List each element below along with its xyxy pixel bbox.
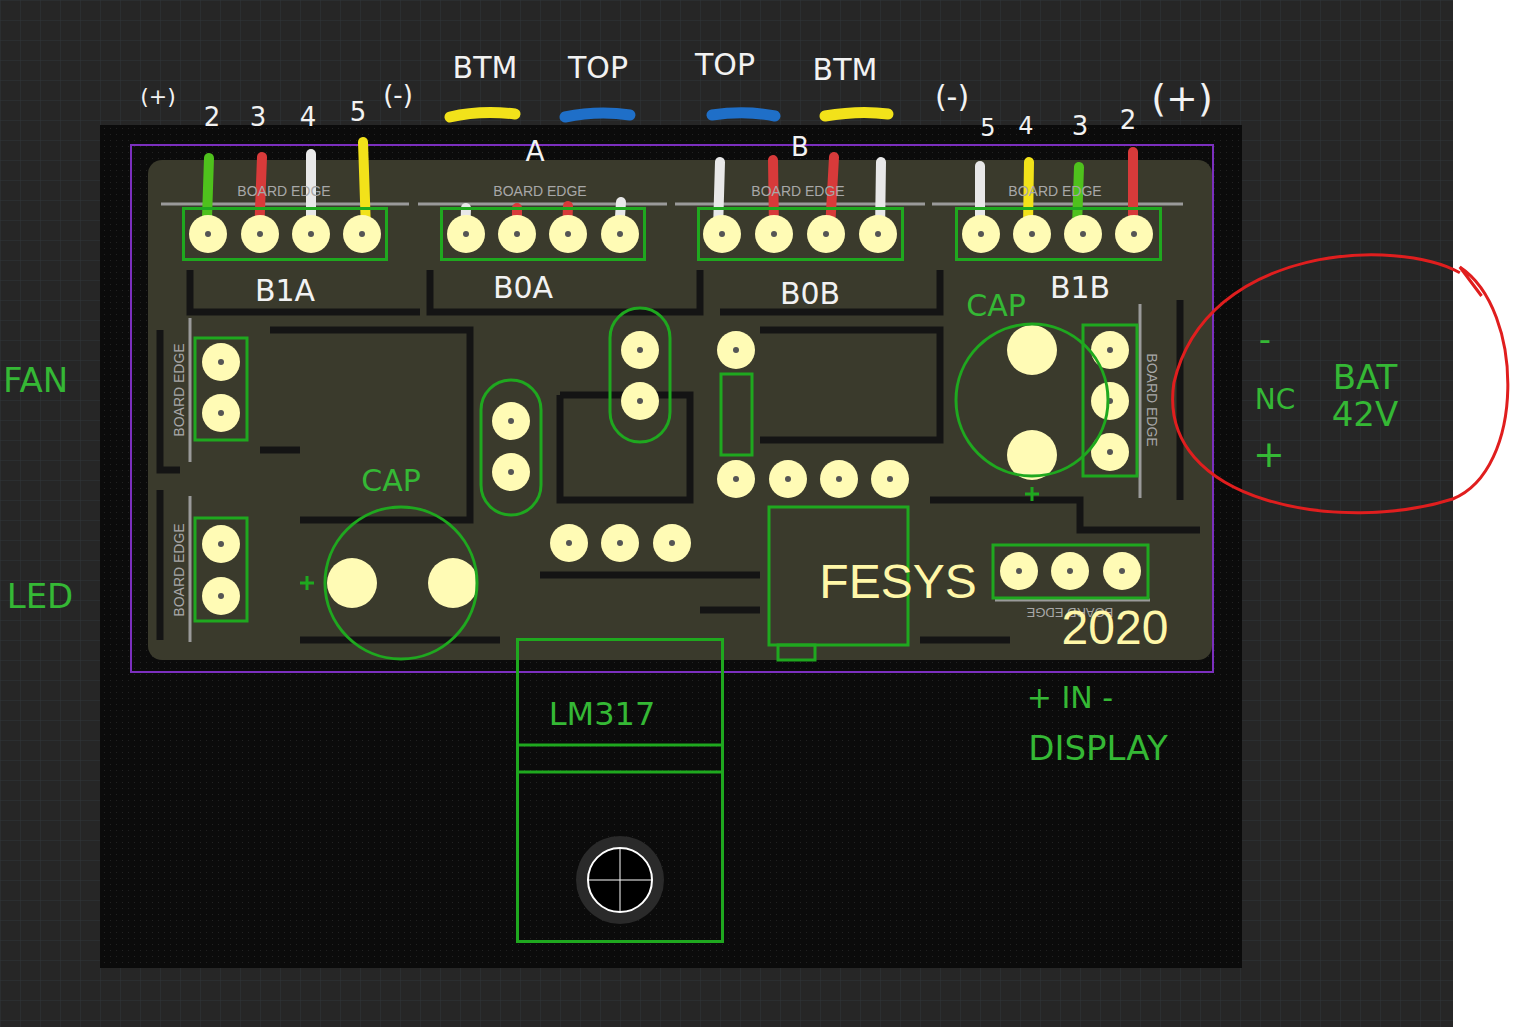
connector-outline: B0A (440, 207, 646, 261)
regulator-outline: LM317 (516, 638, 724, 943)
shape-outline (182, 207, 388, 261)
regulator-tab-lines (517, 745, 723, 772)
pcb-label: FAN (3, 363, 68, 397)
connector-outline: B1B (955, 207, 1162, 261)
pcb-label: BTM (813, 55, 878, 85)
outline (184, 209, 387, 260)
shape-outline (697, 207, 904, 261)
board-ground (100, 125, 1242, 968)
pcb-label: 4 (300, 104, 317, 130)
grid-ground (0, 0, 1453, 1027)
component-outlines (195, 308, 1148, 660)
node-text: BAT 42V (1320, 359, 1410, 434)
pcb-label: BOARD EDGE (1145, 353, 1159, 446)
pcb-label: 2 (204, 104, 221, 130)
pcb-label: BOARD EDGE (1008, 184, 1101, 198)
pcb-label: 5 (980, 116, 995, 140)
pcb-label: 2 (1120, 107, 1137, 133)
connector-outline: B0B (697, 207, 904, 261)
pcb-label: BOARD EDGE (237, 184, 330, 198)
pcb-label: (+) (140, 86, 176, 108)
pcb-label: (+) (1151, 79, 1213, 117)
pcb-label: (-) (383, 82, 413, 108)
shape-outline (440, 207, 646, 261)
node-text: B0B (780, 277, 840, 310)
node-text: B0A (493, 271, 553, 304)
node-text: NC (1255, 385, 1296, 416)
outline (1173, 255, 1508, 513)
shape-outline (954, 322, 1110, 478)
layer-highlights (450, 112, 888, 117)
pads (189, 215, 1153, 615)
node-text: B1B (1050, 271, 1110, 304)
pad-holes (205, 231, 1137, 599)
capacitor-outline: CAP (323, 505, 479, 661)
pcb-label: (-) (935, 82, 969, 112)
pcb-label: 3 (250, 104, 267, 130)
board-edge-lines (161, 204, 1183, 642)
battery-callout-circle: - NC + BAT 42V (1163, 238, 1525, 528)
pcb-label: BOARD EDGE (493, 184, 586, 198)
node-text: B1A (255, 274, 315, 307)
outline (699, 209, 903, 260)
mounting-hole-ring (576, 836, 664, 924)
pcb-label: 5 (350, 99, 367, 125)
pcb-label: BOARD EDGE (172, 343, 186, 436)
pcb-label: BOARD EDGE (172, 523, 186, 616)
pcb-label: BOARD EDGE (751, 184, 844, 198)
pcb-label: + IN - (1027, 683, 1113, 713)
node-text: CAP (361, 464, 421, 497)
pcb-label: FESYS (819, 558, 976, 606)
node-text: LM317 (549, 697, 656, 732)
mounting-hole-cross (588, 848, 652, 912)
shape-outline (955, 207, 1162, 261)
capacitor-outline: CAP (954, 322, 1110, 478)
outline (518, 640, 723, 942)
node-text: + (1253, 434, 1285, 476)
pcb-label: TOP (568, 53, 628, 83)
pcb-label: B (791, 134, 809, 160)
shape-outline (323, 505, 479, 661)
pcb-label: TOP (695, 50, 755, 80)
pcb-label: DISPLAY (1028, 731, 1167, 765)
pcb-label: 3 (1072, 113, 1089, 139)
connector-outline: B1A (182, 207, 388, 261)
board-outline (131, 145, 1213, 672)
outline (957, 209, 1161, 260)
node-text: CAP (966, 289, 1026, 322)
shape-outline (516, 638, 724, 943)
outline (325, 507, 477, 659)
node-text: - (1259, 321, 1271, 358)
copper-pour (148, 160, 1212, 660)
outline (956, 324, 1108, 476)
pcb-label: 2020 (1062, 604, 1169, 652)
pcb-label: BTM (453, 53, 518, 83)
pcb-label: 4 (1018, 114, 1033, 138)
pcb-label: LED (7, 579, 74, 613)
outline (442, 209, 645, 260)
mounting-hole (588, 848, 652, 912)
pcb-label: A (525, 138, 544, 166)
trace-gaps (160, 270, 1200, 640)
